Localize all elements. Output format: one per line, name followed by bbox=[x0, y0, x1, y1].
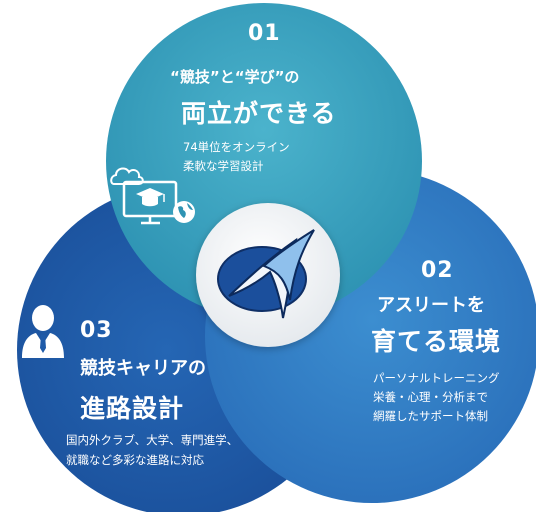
item-01-number: 01 bbox=[248, 21, 281, 46]
item-01-title-line2: 両立ができる bbox=[181, 99, 337, 128]
circle-01 bbox=[106, 3, 422, 319]
item-03-desc-line1: 国内外クラブ、大学、専門進学、 bbox=[66, 433, 239, 447]
school-logo-icon bbox=[217, 229, 315, 319]
item-02-title-line1: アスリートを bbox=[377, 295, 485, 316]
person-icon bbox=[22, 305, 64, 358]
item-03-number: 03 bbox=[80, 318, 113, 343]
item-02-title-line2: 育てる環境 bbox=[371, 327, 502, 356]
item-03-desc-line2: 就職など多彩な進路に対応 bbox=[66, 453, 204, 467]
item-01-desc-line1: 74単位をオンライン bbox=[183, 140, 290, 154]
item-01-title-line1: “競技”と“学び”の bbox=[170, 68, 300, 86]
item-02-desc-line2: 栄養・心理・分析まで bbox=[373, 390, 488, 404]
item-02-desc-line1: パーソナルトレーニング bbox=[373, 371, 500, 385]
item-02-desc-line3: 網羅したサポート体制 bbox=[373, 409, 488, 423]
item-03-title-line1: 競技キャリアの bbox=[80, 358, 206, 379]
item-01-desc-line2: 柔軟な学習設計 bbox=[183, 159, 264, 173]
item-03-title-line2: 進路設計 bbox=[80, 394, 185, 423]
online-learning-icon bbox=[110, 167, 195, 225]
item-02-number: 02 bbox=[421, 258, 454, 283]
